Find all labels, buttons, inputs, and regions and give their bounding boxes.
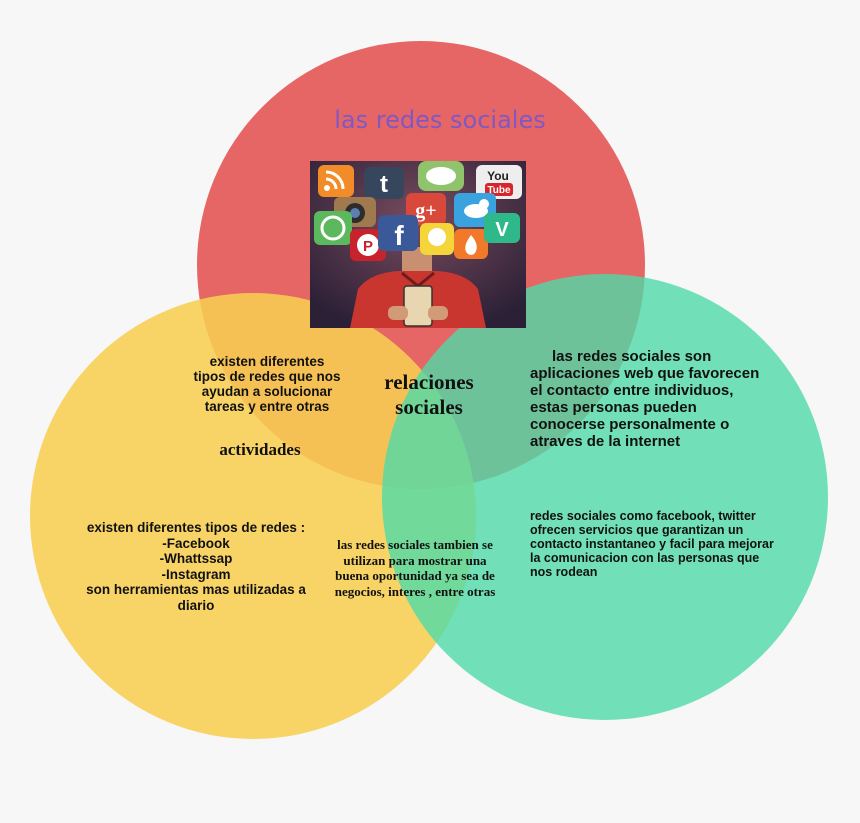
list-item-facebook: -Facebook	[162, 535, 230, 551]
list-item-instagram: -Instagram	[161, 566, 231, 582]
vine-icon: V	[484, 213, 520, 243]
label-actividades: actividades	[219, 440, 301, 459]
fire-icon	[454, 229, 488, 259]
chat-icon	[418, 161, 464, 191]
text-bottom-right: redes sociales como facebook, twitter of…	[530, 509, 774, 579]
center-label: relaciones sociales	[384, 370, 474, 419]
svg-text:Tube: Tube	[487, 185, 511, 196]
svg-text:g+: g+	[415, 200, 436, 222]
circle-left	[30, 293, 476, 739]
svg-text:You: You	[487, 169, 509, 183]
snapchat-icon	[420, 223, 454, 255]
social-media-illustration: t You Tube g+ P f	[310, 161, 526, 328]
rss-icon	[318, 165, 354, 197]
text-top-left: existen diferentes tipos de redes que no…	[193, 354, 341, 414]
facebook-icon: f	[378, 215, 418, 251]
svg-text:V: V	[495, 219, 509, 241]
text-bottom-left: existen diferentes tipos de redes : -Fac…	[68, 520, 324, 613]
diagram-title: las redes sociales	[334, 106, 546, 134]
svg-text:t: t	[380, 171, 388, 198]
text-bottom-left-outro: son herramientas mas utilizadas a diario	[86, 582, 306, 613]
text-bottom-center: las redes sociales tambien se utilizan p…	[334, 537, 496, 599]
tumblr-icon: t	[364, 167, 404, 199]
svg-text:P: P	[363, 238, 373, 255]
text-bottom-left-intro: existen diferentes tipos de redes :	[86, 520, 306, 535]
svg-text:f: f	[394, 220, 404, 251]
circle-right	[382, 274, 828, 720]
list-item-whatsapp: -Whattssap	[159, 551, 233, 566]
whatsapp-icon	[314, 211, 352, 245]
text-top-right: las redes sociales son aplicaciones web …	[530, 348, 760, 450]
pinterest-icon: P	[350, 229, 386, 261]
youtube-icon: You Tube	[476, 165, 522, 199]
